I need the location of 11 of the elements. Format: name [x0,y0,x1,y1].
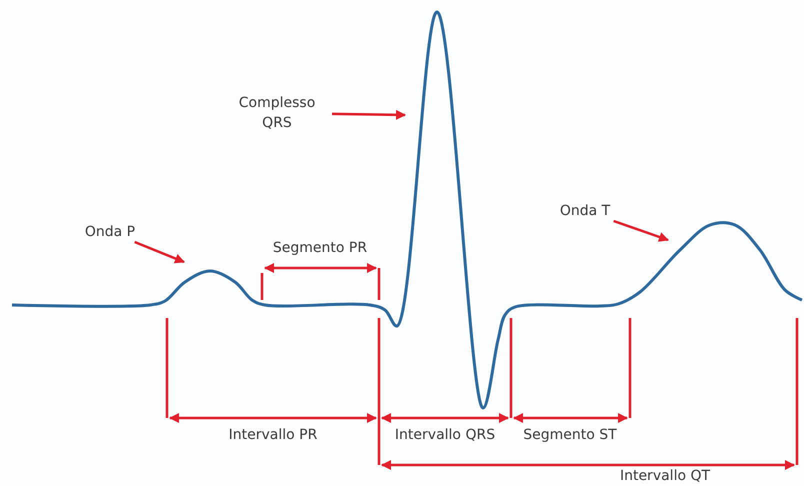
interval-label: Segmento ST [522,426,618,445]
interval-label: Segmento PR [272,239,368,258]
leader-arrow [134,240,185,264]
interval-label: Intervallo QT [618,467,712,486]
leader-arrow [613,220,669,242]
callout-label: Onda P [60,222,160,242]
callout-label: Onda T [540,201,630,221]
leader-arrow [332,110,406,120]
interval-label: Intervallo PR [228,426,318,445]
callout-label: Complesso QRS [222,93,332,133]
interval-label: Intervallo QRS [394,426,496,445]
